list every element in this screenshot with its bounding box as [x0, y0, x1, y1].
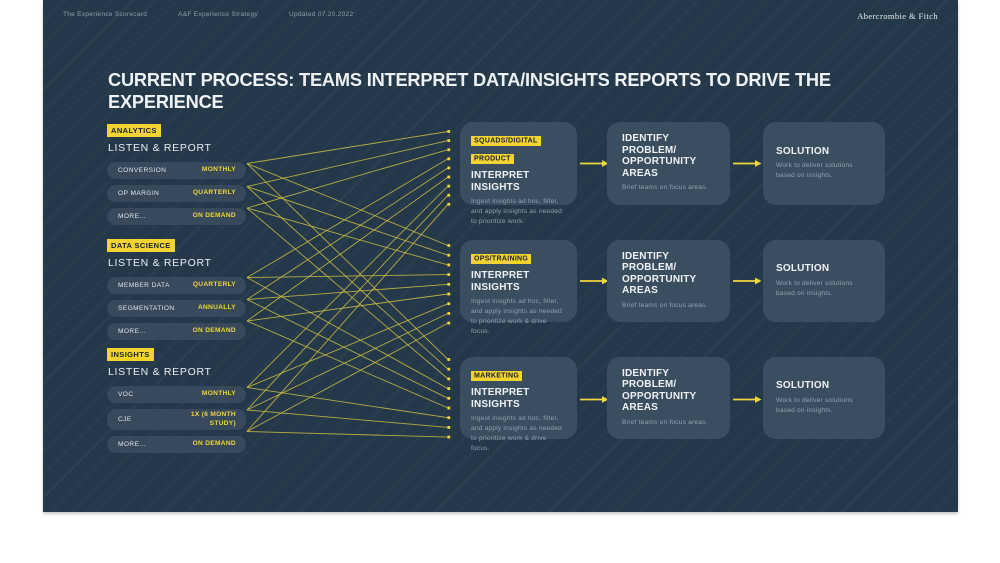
row-label: MORE...	[118, 328, 147, 335]
identify-description: Brief teams on focus areas.	[622, 301, 708, 309]
row-label: SEGMENTATION	[118, 305, 175, 312]
row-cadence: MONTHLY	[201, 166, 236, 174]
team-tag-wrap: MARKETING	[471, 364, 555, 382]
row-label: VOC	[118, 391, 134, 398]
source-row-cje: CJE 1X (6 MONTH STUDY)	[107, 409, 246, 430]
row-label: MORE...	[118, 213, 147, 220]
row-cadence: 1X (6 MONTH STUDY)	[190, 410, 236, 427]
solution-description: Work to deliver solutions based on insig…	[776, 396, 853, 414]
group-tag: ANALYTICS	[107, 124, 161, 137]
team-tag-wrap: SQUADS/DIGITAL PRODUCT	[471, 129, 555, 165]
interpret-description: Ingest insights ad hoc, filter, and appl…	[471, 415, 563, 453]
identify-title: IDENTIFY PROBLEM/ OPPORTUNITY AREAS	[622, 250, 697, 297]
source-group-data-science: DATA SCIENCE LISTEN & REPORT MEMBER DATA…	[107, 235, 246, 346]
solution-card-row1: SOLUTION Work to deliver solutions based…	[763, 122, 885, 205]
brand-logo: Abercrombie & Fitch	[857, 11, 938, 21]
group-subtitle: LISTEN & REPORT	[108, 142, 212, 154]
source-row-segmentation: SEGMENTATION ANNUALLY	[107, 300, 246, 317]
source-row-conversion: CONVERSION MONTHLY	[107, 162, 246, 179]
team-tag: MARKETING	[471, 370, 523, 381]
team-tag: OPS/TRAINING	[471, 253, 532, 264]
group-subtitle: LISTEN & REPORT	[108, 257, 212, 269]
slide: The Experience Scorecard A&F Experience …	[43, 0, 958, 512]
breadcrumb-scorecard: The Experience Scorecard	[63, 11, 148, 18]
row-label: OP MARGIN	[118, 190, 160, 197]
source-row-op-margin: OP MARGIN QUARTERLY	[107, 185, 246, 202]
group-tag: INSIGHTS	[107, 348, 154, 361]
pill-list: VOC MONTHLY CJE 1X (6 MONTH STUDY) MORE.…	[107, 386, 246, 453]
interpret-card-marketing: MARKETING INTERPRET INSIGHTS Ingest insi…	[460, 357, 577, 452]
interpret-description: Ingest insights ad hoc, filter, and appl…	[471, 298, 563, 336]
solution-title: SOLUTION	[776, 145, 830, 157]
identify-card-row3: IDENTIFY PROBLEM/ OPPORTUNITY AREAS Brie…	[607, 357, 730, 439]
row-cadence: ON DEMAND	[192, 440, 236, 448]
row-cadence: ON DEMAND	[192, 212, 236, 220]
identify-card-row1: IDENTIFY PROBLEM/ OPPORTUNITY AREAS Brie…	[607, 122, 730, 205]
row-cadence: QUARTERLY	[192, 281, 236, 289]
source-group-analytics: ANALYTICS LISTEN & REPORT CONVERSION MON…	[107, 120, 246, 231]
identify-title: IDENTIFY PROBLEM/ OPPORTUNITY AREAS	[622, 367, 697, 414]
group-tag: DATA SCIENCE	[107, 239, 175, 252]
interpret-title: INTERPRET INSIGHTS	[471, 170, 530, 193]
team-tag: SQUADS/DIGITAL PRODUCT	[471, 135, 541, 164]
identify-card-row2: IDENTIFY PROBLEM/ OPPORTUNITY AREAS Brie…	[607, 240, 730, 322]
group-subtitle: LISTEN & REPORT	[108, 366, 212, 378]
solution-card-row2: SOLUTION Work to deliver solutions based…	[763, 240, 885, 322]
row-cadence: ANNUALLY	[197, 304, 236, 312]
row-label: CJE	[118, 416, 132, 423]
identify-title: IDENTIFY PROBLEM/ OPPORTUNITY AREAS	[622, 133, 697, 179]
identify-description: Brief teams on focus areas.	[622, 418, 708, 426]
row-cadence: ON DEMAND	[192, 327, 236, 335]
row-label: MORE...	[118, 441, 147, 448]
interpret-card-squads: SQUADS/DIGITAL PRODUCT INTERPRET INSIGHT…	[460, 122, 577, 225]
row-label: CONVERSION	[118, 167, 167, 174]
solution-title: SOLUTION	[776, 263, 830, 275]
interpret-title: INTERPRET INSIGHTS	[471, 270, 530, 293]
row-cadence: MONTHLY	[201, 390, 236, 398]
breadcrumb-strategy: A&F Experience Strategy	[178, 11, 259, 18]
source-row-voc: VOC MONTHLY	[107, 386, 246, 403]
page-title: CURRENT PROCESS: TEAMS INTERPRET DATA/IN…	[108, 69, 831, 112]
solution-card-row3: SOLUTION Work to deliver solutions based…	[763, 357, 885, 439]
pill-list: CONVERSION MONTHLY OP MARGIN QUARTERLY M…	[107, 162, 246, 225]
solution-description: Work to deliver solutions based on insig…	[776, 279, 853, 297]
interpret-description: Ingest insights ad hoc, filter, and appl…	[471, 198, 563, 226]
top-bar: The Experience Scorecard A&F Experience …	[63, 11, 353, 18]
source-row-more: MORE... ON DEMAND	[107, 208, 246, 225]
interpret-card-ops: OPS/TRAINING INTERPRET INSIGHTS Ingest i…	[460, 240, 577, 335]
source-row-member-data: MEMBER DATA QUARTERLY	[107, 277, 246, 294]
identify-description: Brief teams on focus areas.	[622, 184, 708, 192]
solution-description: Work to deliver solutions based on insig…	[776, 162, 853, 180]
pill-list: MEMBER DATA QUARTERLY SEGMENTATION ANNUA…	[107, 277, 246, 340]
row-cadence: QUARTERLY	[192, 189, 236, 197]
source-group-insights: INSIGHTS LISTEN & REPORT VOC MONTHLY CJE…	[107, 344, 246, 459]
solution-title: SOLUTION	[776, 380, 830, 392]
team-tag-wrap: OPS/TRAINING	[471, 247, 555, 265]
updated-date: Updated 07.20.2022	[289, 11, 354, 18]
interpret-title: INTERPRET INSIGHTS	[471, 387, 530, 410]
row-label: MEMBER DATA	[118, 282, 170, 289]
source-row-more: MORE... ON DEMAND	[107, 323, 246, 340]
source-row-more: MORE... ON DEMAND	[107, 436, 246, 453]
